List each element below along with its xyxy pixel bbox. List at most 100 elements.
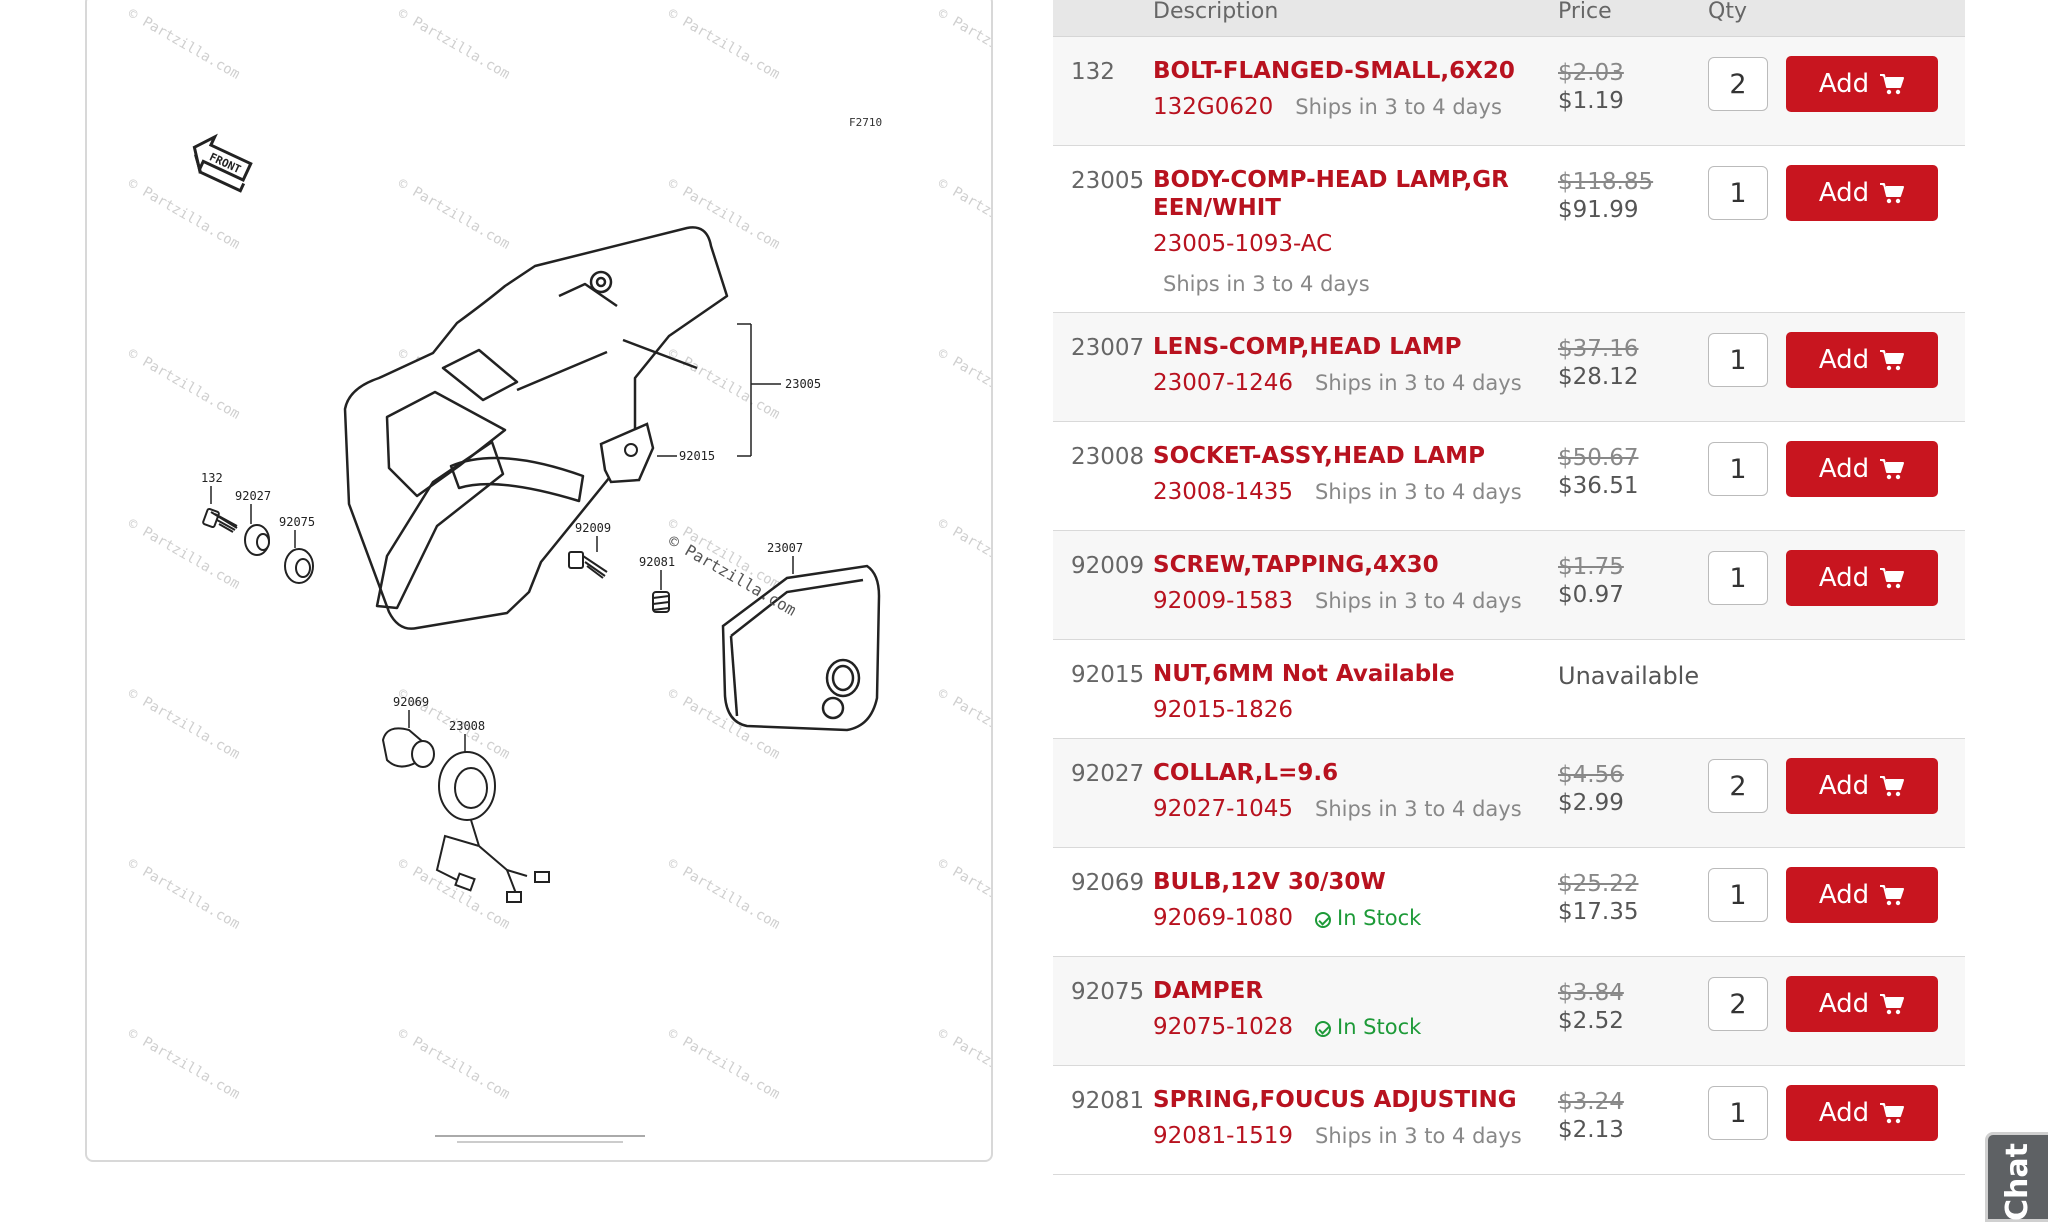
sale-price: $2.13 xyxy=(1558,1117,1624,1143)
add-label: Add xyxy=(1818,563,1870,593)
msrp-price: $37.16 xyxy=(1558,336,1639,362)
parts-diagram[interactable]: © Partzilla.com © Partzilla.com © Partzill… xyxy=(85,0,993,1162)
watermark-text: © Partzilla.com xyxy=(125,6,242,83)
header-qty: Qty xyxy=(1708,0,1747,24)
part-name-link[interactable]: BODY-COMP-HEAD LAMP,GREEN/WHIT xyxy=(1153,167,1509,221)
cart-icon xyxy=(1880,568,1905,589)
ref-number: 92075 xyxy=(1071,979,1145,1005)
price-block: $50.67 $36.51 xyxy=(1558,444,1638,500)
msrp-price: $118.85 xyxy=(1558,169,1654,195)
part-name-link[interactable]: SOCKET-ASSY,HEAD LAMP xyxy=(1153,443,1485,469)
add-to-cart-button[interactable]: Add xyxy=(1786,867,1938,923)
ship-status: Ships in 3 to 4 days xyxy=(1315,589,1522,613)
ref-number: 92081 xyxy=(1071,1088,1145,1114)
part-number-link[interactable]: 92009-1583 xyxy=(1153,588,1293,614)
ref-number: 92009 xyxy=(1071,553,1145,579)
callout-92015: 92015 xyxy=(679,449,715,463)
add-label: Add xyxy=(1818,880,1870,910)
quantity-input[interactable] xyxy=(1708,57,1768,111)
price-block: $1.75 $0.97 xyxy=(1558,553,1624,609)
add-to-cart-button[interactable]: Add xyxy=(1786,1085,1938,1141)
watermark-text: © Partzilla.com xyxy=(665,1026,782,1103)
add-label: Add xyxy=(1818,989,1870,1019)
cart-icon xyxy=(1880,183,1905,204)
part-name-link[interactable]: BOLT-FLANGED-SMALL,6X20 xyxy=(1153,58,1515,84)
ref-number: 132 xyxy=(1071,59,1115,85)
add-to-cart-button[interactable]: Add xyxy=(1786,165,1938,221)
watermark-text: © Partzilla.com xyxy=(395,176,512,253)
headlamp-body xyxy=(343,226,729,630)
add-label: Add xyxy=(1818,69,1870,99)
quantity-input[interactable] xyxy=(1708,759,1768,813)
add-to-cart-button[interactable]: Add xyxy=(1786,550,1938,606)
price-block: $4.56 $2.99 xyxy=(1558,761,1624,817)
bulb-92069 xyxy=(381,727,435,768)
quantity-input[interactable] xyxy=(1708,551,1768,605)
part-description: LENS-COMP,HEAD LAMP 23007-1246 Ships in 3… xyxy=(1153,333,1523,397)
add-label: Add xyxy=(1818,771,1870,801)
part-name-link[interactable]: DAMPER xyxy=(1153,978,1264,1004)
part-number-link[interactable]: 92069-1080 xyxy=(1153,905,1293,931)
quantity-input[interactable] xyxy=(1708,442,1768,496)
part-name-link[interactable]: BULB,12V 30/30W xyxy=(1153,869,1386,895)
front-arrow-icon: FRONT xyxy=(192,133,253,193)
part-number-link[interactable]: 23005-1093-AC xyxy=(1153,231,1333,257)
callout-23008: 23008 xyxy=(449,719,485,733)
part-name-link[interactable]: SCREW,TAPPING,4X30 xyxy=(1153,552,1439,578)
part-number-link[interactable]: 23007-1246 xyxy=(1153,370,1293,396)
part-name-link[interactable]: NUT,6MM Not Available xyxy=(1153,661,1455,687)
add-to-cart-button[interactable]: Add xyxy=(1786,976,1938,1032)
msrp-price: $4.56 xyxy=(1558,762,1624,788)
part-number-link[interactable]: 92075-1028 xyxy=(1153,1014,1293,1040)
ref-number: 92015 xyxy=(1071,662,1145,688)
watermark-text: © Partzilla.com xyxy=(125,346,242,423)
part-number-link[interactable]: 23008-1435 xyxy=(1153,479,1293,505)
stock-status: In Stock xyxy=(1315,906,1421,930)
quantity-input[interactable] xyxy=(1708,166,1768,220)
price-block: $25.22 $17.35 xyxy=(1558,870,1638,926)
part-name-link[interactable]: SPRING,FOUCUS ADJUSTING xyxy=(1153,1087,1517,1113)
diagram-code: F2710 xyxy=(849,116,882,129)
part-name-link[interactable]: COLLAR,L=9.6 xyxy=(1153,760,1339,786)
part-number-link[interactable]: 92027-1045 xyxy=(1153,796,1293,822)
sale-price: $91.99 xyxy=(1558,197,1639,223)
collar-92027 xyxy=(244,524,270,556)
table-row: 23005 BODY-COMP-HEAD LAMP,GREEN/WHIT 230… xyxy=(1053,146,1965,313)
quantity-input[interactable] xyxy=(1708,1086,1768,1140)
cart-icon xyxy=(1880,1103,1905,1124)
callout-labels: 132 92027 92075 23005 92015 92009 92081 … xyxy=(201,377,821,733)
add-to-cart-button[interactable]: Add xyxy=(1786,56,1938,112)
quantity-input[interactable] xyxy=(1708,333,1768,387)
watermark-text: © Partzilla.com xyxy=(665,6,782,83)
quantity-input[interactable] xyxy=(1708,977,1768,1031)
ship-status: Ships in 3 to 4 days xyxy=(1315,371,1522,395)
damper-92075 xyxy=(284,548,314,584)
part-meta: 92015-1826 xyxy=(1153,696,1523,724)
watermark-text: © Partzilla.com xyxy=(395,1026,512,1103)
part-number-link[interactable]: 132G0620 xyxy=(1153,94,1274,120)
price-block: $3.24 $2.13 xyxy=(1558,1088,1624,1144)
part-number-link[interactable]: 92015-1826 xyxy=(1153,697,1293,723)
add-to-cart-button[interactable]: Add xyxy=(1786,332,1938,388)
add-to-cart-button[interactable]: Add xyxy=(1786,758,1938,814)
price-block: $118.85 $91.99 xyxy=(1558,168,1653,224)
part-number-link[interactable]: 92081-1519 xyxy=(1153,1123,1293,1149)
add-to-cart-button[interactable]: Add xyxy=(1786,441,1938,497)
nut-bracket xyxy=(599,422,655,484)
quantity-input[interactable] xyxy=(1708,868,1768,922)
price-block: $2.03 $1.19 xyxy=(1558,59,1624,115)
part-name-link[interactable]: LENS-COMP,HEAD LAMP xyxy=(1153,334,1462,360)
callout-23007: 23007 xyxy=(767,541,803,555)
callout-132: 132 xyxy=(201,471,223,485)
chat-tab[interactable]: Chat xyxy=(1985,1132,2048,1222)
